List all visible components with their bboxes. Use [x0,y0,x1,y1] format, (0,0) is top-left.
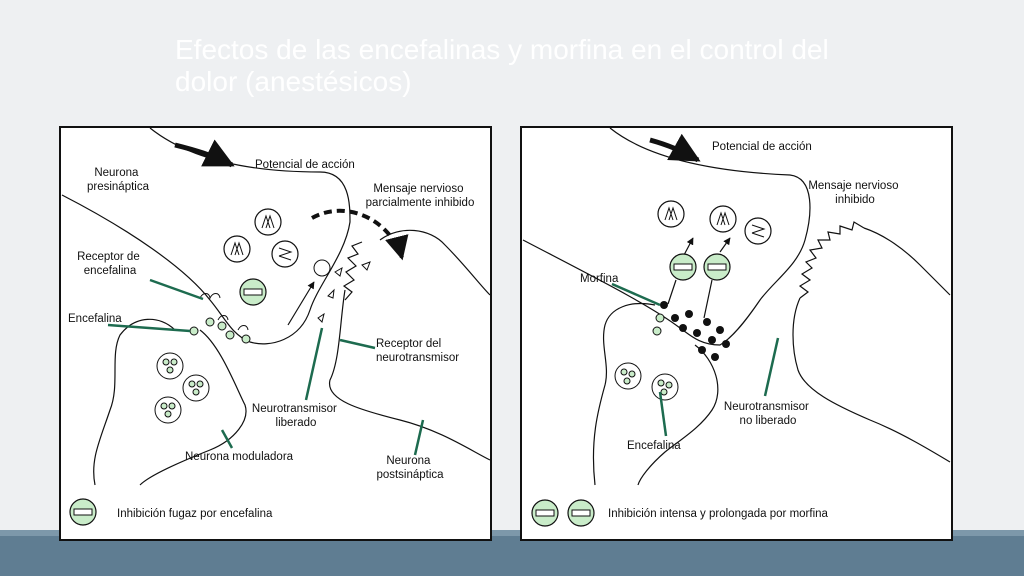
label-neurotransmisor-no-liberado: Neurotransmisor no liberado [724,401,812,427]
enkephalin-vesicle [614,362,642,390]
label-receptor-del-neurotransmisor: Receptor del neurotransmisor [376,338,459,364]
inhibition-arrow [719,237,731,253]
modulating-neuron-outline [592,302,656,486]
neurotransmitter-particles [317,261,371,323]
postsynaptic-outline-2 [379,229,491,296]
annotation-lines [107,278,425,456]
partial-message-arrow [311,208,409,261]
postsynaptic-outline-2 [863,227,951,296]
modulating-neuron-outline-2 [637,344,719,486]
vesicle [744,217,772,245]
enkephalin-vesicle [651,373,679,401]
label-receptor-de-encefalina: Receptor de encefalina [77,251,143,277]
label-potencial-de-accion-right: Potencial de acción [712,141,812,153]
label-potencial-de-accion: Potencial de acción [255,159,355,171]
receptor-spikes [342,241,363,301]
vesicle [709,205,737,233]
legend-inhibicion-fugaz: Inhibición fugaz por encefalina [117,508,273,520]
legend-inhibicion-intensa: Inhibición intensa y prolongada por morf… [608,508,829,520]
enkephalin-receptor-knobs [199,293,249,331]
label-mensaje-inhibido: Mensaje nervioso inhibido [808,180,901,206]
receptor-stem [667,279,677,305]
label-encefalina: Encefalina [68,313,122,325]
modulating-neuron-outline [93,318,176,486]
label-neurona-postsinaptica: Neurona postsináptica [376,455,444,481]
legend-inhibition-icon [531,499,559,527]
label-neurotransmisor-liberado: Neurotransmisor liberado [252,403,340,429]
label-neurona-presinaptica: Neurona presináptica [87,167,150,193]
label-neurona-moduladora: Neurona moduladora [185,451,294,463]
inhibition-arrow [683,237,694,256]
left-panel: Neurona presináptica Potencial de acción… [59,126,492,541]
postsynaptic-outline [329,289,491,461]
vesicle [271,240,299,268]
presynaptic-outline [61,127,351,345]
left-panel-frame [59,126,492,541]
inhibition-sign-icon [669,253,697,281]
annotation-lines [611,282,780,437]
label-morfina: Morfina [580,273,619,285]
legend-inhibition-icon [69,498,97,526]
action-potential-arrow [649,133,701,163]
enkephalin-vesicle [182,374,210,402]
enkephalin-vesicle [156,352,184,380]
released-vesicle [313,259,331,277]
postsynaptic-outline [792,297,951,463]
vesicle [657,200,685,228]
enkephalin-vesicle [154,396,182,424]
release-arrow [287,281,315,326]
action-potential-arrow [174,139,235,168]
enkephalin-dots [652,313,665,336]
postsynaptic-receptor-spikes [798,221,865,299]
footer-band [0,536,1024,576]
footer-band-accent [0,530,1024,536]
label-mensaje-parcial: Mensaje nervioso parcialmente inhibido [366,183,475,209]
vesicle [254,208,282,236]
legend-inhibition-icon [567,499,595,527]
vesicle [223,235,251,263]
inhibition-sign-icon [239,278,267,306]
receptor-stem [703,279,713,319]
modulating-neuron-outline-2 [139,329,247,486]
label-encefalina-right: Encefalina [627,440,681,452]
slide-title: Efectos de las encefalinas y morfina en … [175,34,829,97]
right-panel-frame [520,126,953,541]
morphine-dots [660,301,730,361]
inhibition-sign-icon [703,253,731,281]
right-panel: Potencial de acción Mensaje nervioso inh… [520,126,953,541]
